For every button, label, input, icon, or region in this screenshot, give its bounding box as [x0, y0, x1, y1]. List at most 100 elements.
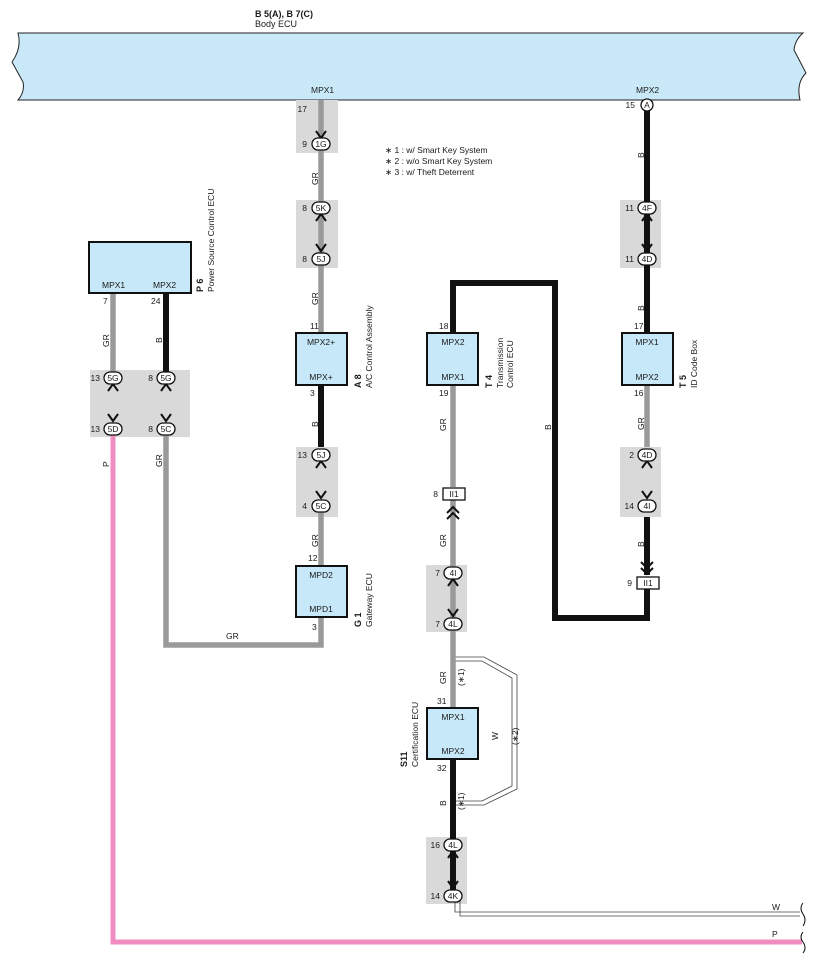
junction-pills — [103, 98, 660, 903]
wire-label-w-1: W — [490, 732, 500, 740]
junction-4i-a-num: 14 — [625, 501, 635, 511]
junction-1g-num: 9 — [302, 139, 307, 149]
wire-label-p-2: P — [772, 929, 778, 939]
junction-ii1-a-label: II1 — [449, 489, 459, 499]
junction-4f-label: 4F — [642, 203, 652, 213]
t4-name-line1: Transmission — [495, 338, 505, 388]
w-wires — [454, 656, 800, 917]
body-ecu-bus — [11, 32, 807, 101]
junction-4l-a-num: 7 — [435, 619, 440, 629]
g1-pin-top: MPD2 — [309, 570, 333, 580]
black-wires — [163, 106, 650, 898]
junction-5k-num: 8 — [302, 203, 307, 213]
wire-label-gr-4: GR — [101, 334, 111, 347]
junction-4f-num: 11 — [625, 203, 634, 213]
s11-pin-bottom: MPX2 — [441, 746, 464, 756]
s11-name: Certification ECU — [410, 702, 420, 767]
junction-4k-num: 14 — [431, 891, 441, 901]
junction-5c-b-label: 5C — [161, 424, 172, 434]
junction-backgrounds — [90, 100, 661, 904]
a8-num-bottom: 3 — [310, 388, 315, 398]
a8-pin-bottom: MPX+ — [309, 372, 332, 382]
junction-5g-b-label: 5G — [160, 373, 171, 383]
wire-label-gr-7: GR — [636, 417, 646, 430]
bus-pin-15: 15 — [626, 100, 636, 110]
t4-num-bottom: 19 — [439, 388, 449, 398]
junction-4d-b-label: 4D — [642, 450, 653, 460]
junction-4k-label: 4K — [448, 891, 459, 901]
s11-pin-top: MPX1 — [441, 712, 464, 722]
p6-code: P 6 — [195, 279, 205, 292]
t4-pin-bottom: MPX1 — [441, 372, 464, 382]
wire-label-note2: (∗2) — [510, 727, 520, 745]
p6-num-right: 24 — [151, 296, 161, 306]
wire-label-gr-5: GR — [154, 454, 164, 467]
wire-label-b-7: B — [438, 800, 448, 806]
wire-label-b-4: B — [636, 305, 646, 311]
a8-pin-top: MPX2+ — [307, 337, 335, 347]
wire-label-gr-6: GR — [226, 631, 239, 641]
t5-code: T 5 — [678, 375, 688, 388]
junction-ii1-b-label: II1 — [643, 578, 653, 588]
wire-label-b-2: B — [154, 337, 164, 343]
junction-5g-a-num: 13 — [91, 373, 101, 383]
t5-pin-bottom: MPX2 — [635, 372, 658, 382]
s11-num-bottom: 32 — [437, 763, 447, 773]
t5-pin-top: MPX1 — [635, 337, 658, 347]
t4-code: T 4 — [484, 375, 494, 388]
pink-wire — [110, 432, 802, 945]
t4-pin-top: MPX2 — [441, 337, 464, 347]
junction-4i-b-label: 4I — [449, 568, 456, 578]
junction-5g-a-label: 5G — [107, 373, 118, 383]
junction-4d-a-num: 11 — [625, 254, 634, 264]
t5-name: ID Code Box — [689, 339, 699, 388]
component-g1: MPD2 MPD1 12 3 — [295, 553, 348, 632]
component-t5: MPX1 MPX2 17 16 — [621, 321, 674, 398]
component-s11: MPX1 MPX2 31 32 — [426, 696, 479, 773]
t4-num-top: 18 — [439, 321, 449, 331]
junction-4i-b-num: 7 — [435, 568, 440, 578]
component-p6: MPX1 MPX2 7 24 — [88, 241, 192, 306]
wire-label-gr-2: GR — [310, 292, 320, 305]
body-ecu-code: B 5(A), B 7(C) — [255, 9, 313, 19]
p6-pin-right: MPX2 — [153, 280, 176, 290]
wire-label-gr-1: GR — [310, 172, 320, 185]
connector-a-label: A — [644, 100, 650, 110]
junction-4i-a-label: 4I — [643, 501, 650, 511]
component-a8: MPX2+ MPX+ 11 3 — [295, 321, 348, 398]
junction-4l-b-num: 16 — [431, 840, 441, 850]
t4-name-line2: Control ECU — [505, 340, 515, 388]
a8-name: A/C Control Assembly — [364, 305, 374, 388]
g1-num-bottom: 3 — [312, 622, 317, 632]
note-line-1: ∗ 1 : w/ Smart Key System — [385, 145, 488, 155]
wire-label-gr-10: GR — [438, 671, 448, 684]
body-ecu-name: Body ECU — [255, 19, 297, 29]
junction-5j-a-num: 8 — [302, 254, 307, 264]
p6-name: Power Source Control ECU — [206, 189, 216, 292]
a8-code: A 8 — [353, 374, 363, 388]
junction-5k-label: 5K — [316, 203, 327, 213]
g1-name: Gateway ECU — [364, 573, 374, 627]
break-marks — [800, 902, 806, 954]
junction-4d-a-label: 4D — [642, 254, 653, 264]
wire-label-note1-b: (∗1) — [456, 792, 466, 810]
component-t4: MPX2 MPX1 18 19 — [426, 321, 479, 398]
wire-label-gr-3: GR — [310, 534, 320, 547]
p6-pin-left: MPX1 — [102, 280, 125, 290]
s11-code: S11 — [399, 751, 409, 767]
note-line-3: ∗ 3 : w/ Theft Deterrent — [385, 167, 475, 177]
junction-4l-b-label: 4L — [448, 840, 458, 850]
junction-5c-a-label: 5C — [316, 501, 327, 511]
junction-ii1-a-num: 8 — [433, 489, 438, 499]
wire-label-note1-a: (∗1) — [456, 668, 466, 686]
wire-label-b-6: B — [543, 424, 553, 430]
g1-num-top: 12 — [308, 553, 318, 563]
junction-5d-label: 5D — [108, 424, 119, 434]
junction-5j-b-num: 13 — [298, 450, 308, 460]
wire-label-b-3: B — [636, 152, 646, 158]
wire-label-b-5: B — [636, 541, 646, 547]
wire-label-gr-8: GR — [438, 418, 448, 431]
junction-5d-num: 13 — [91, 424, 101, 434]
s11-num-top: 31 — [437, 696, 447, 706]
